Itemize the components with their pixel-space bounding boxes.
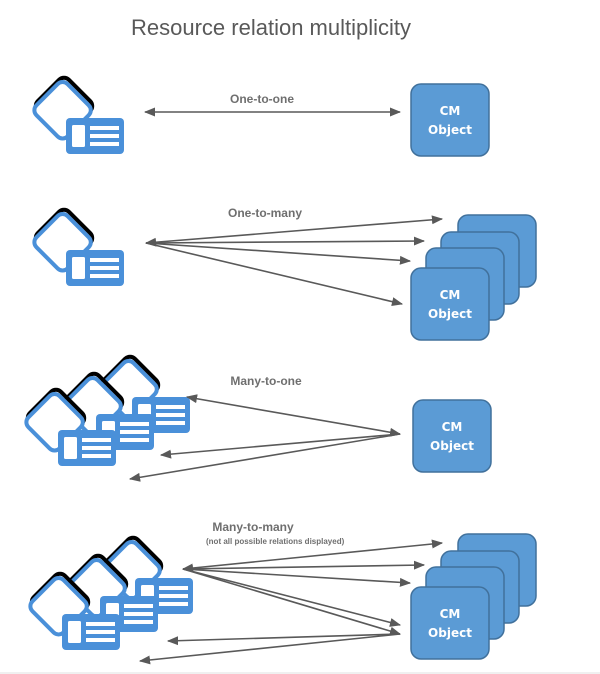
relation-arrow <box>182 568 402 636</box>
relation-label: One-to-one <box>230 92 294 106</box>
relation-arrow <box>138 633 401 665</box>
diagram-title: Resource relation multiplicity <box>131 15 411 40</box>
relation-arrow <box>145 242 404 307</box>
relation-arrow <box>182 568 412 587</box>
cm-object: CM Object <box>410 83 490 157</box>
cm-object-label-line1: CM <box>440 288 461 302</box>
cm-object: CM Object <box>410 267 490 341</box>
bottom-divider <box>0 672 600 674</box>
relation-arrow <box>145 242 412 265</box>
cm-object-stack: CM Object <box>410 214 537 341</box>
cm-object-stack: CM Object <box>410 533 537 660</box>
cm-object-label-line2: Object <box>428 626 472 640</box>
cm-object-label-line1: CM <box>440 607 461 621</box>
relation-label: Many-to-one <box>230 374 302 388</box>
relation-arrow <box>128 433 401 482</box>
cm-object: CM Object <box>412 399 492 473</box>
cm-object-label-line1: CM <box>440 104 461 118</box>
cm-object-label-line2: Object <box>428 123 472 137</box>
relation-arrow <box>166 633 401 646</box>
cm-object-label-line1: CM <box>442 420 463 434</box>
relation-sublabel: (not all possible relations displayed) <box>206 537 345 546</box>
resource-card-icon <box>29 204 127 288</box>
cm-object: CM Object <box>410 586 490 660</box>
relation-arrow <box>182 560 426 570</box>
section-many-to-many: Many-to-many (not all possible relations… <box>25 520 537 665</box>
relation-arrow <box>145 236 426 246</box>
section-one-to-one: One-to-one CM Object <box>29 72 490 157</box>
relation-arrow <box>159 433 401 459</box>
cm-object-label-line2: Object <box>430 439 474 453</box>
section-one-to-many: One-to-many CM Object <box>29 204 537 341</box>
resource-card-icon <box>29 72 127 156</box>
section-many-to-one: Many-to-one CM Object <box>21 351 492 482</box>
relation-arrow <box>181 539 444 573</box>
relation-label: Many-to-many <box>212 520 294 534</box>
relation-arrow <box>182 568 402 627</box>
relation-arrow <box>185 394 402 437</box>
cm-object-label-line2: Object <box>428 307 472 321</box>
relation-label: One-to-many <box>228 206 302 220</box>
relation-arrow <box>144 215 444 247</box>
